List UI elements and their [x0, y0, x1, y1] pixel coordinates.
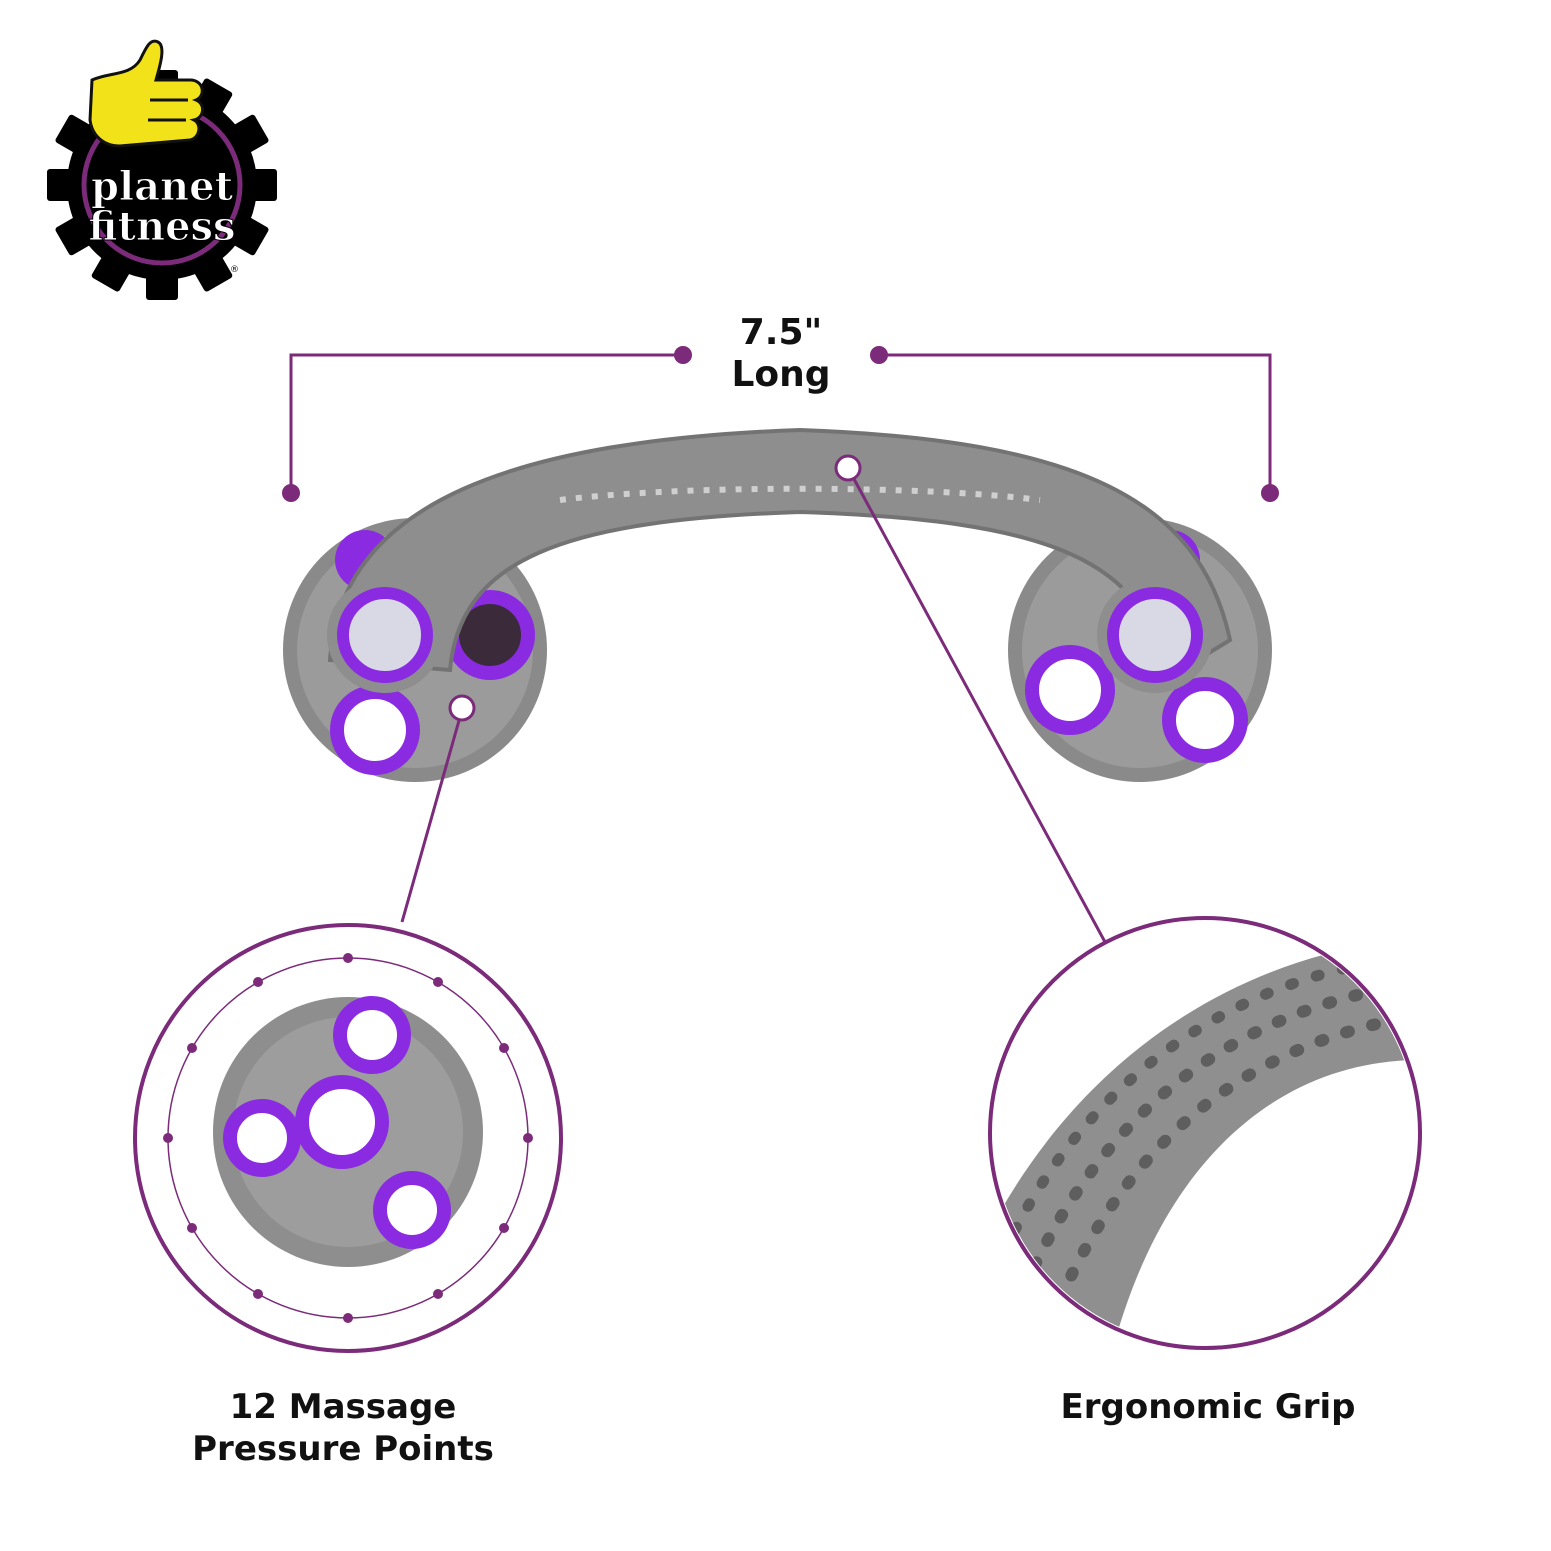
ergonomic-grip-detail [988, 916, 1422, 1350]
dimension-unit: Long [731, 354, 830, 395]
bracket-dot [674, 346, 692, 364]
logo-text-line2: fitness [88, 203, 235, 250]
bracket-dot [1261, 484, 1279, 502]
handle-dots [559, 485, 1041, 503]
dimension-bracket [289, 353, 1272, 493]
thumbs-up-icon [88, 39, 204, 148]
right-callout-anchor [834, 454, 862, 482]
dimension-value: 7.5" [740, 312, 823, 353]
left-callout-leader [400, 709, 464, 923]
logo-text-line1: planet [91, 163, 234, 210]
left-callout-anchor [448, 694, 476, 722]
bracket-dot [282, 484, 300, 502]
left-caption-line1: 12 Massage [230, 1387, 457, 1427]
right-callout-leader [846, 467, 1107, 943]
planet-fitness-logo: planet fitness ® [47, 39, 277, 300]
pressure-points-detail [133, 923, 563, 1353]
registered-mark: ® [230, 265, 239, 275]
bracket-dot [870, 346, 888, 364]
roller-spinner [223, 996, 451, 1249]
handle-arch [327, 427, 1233, 684]
right-caption: Ergonomic Grip [1061, 1387, 1356, 1427]
left-caption-line2: Pressure Points [192, 1429, 494, 1469]
massager-product [283, 427, 1272, 782]
